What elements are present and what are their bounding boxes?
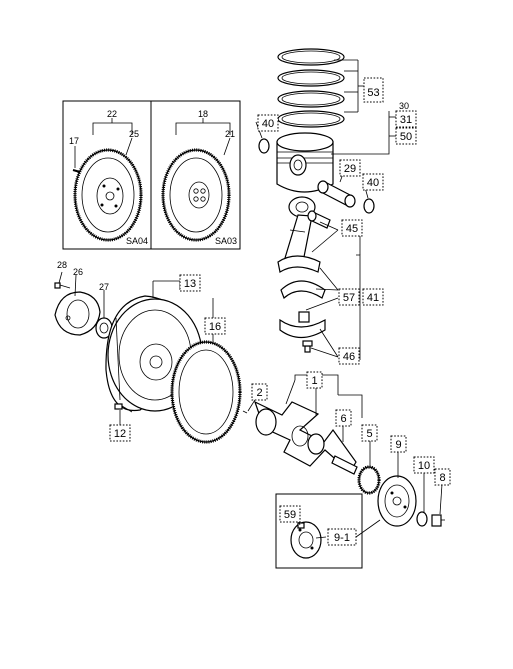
callout-50[interactable]: 50 [395,127,417,145]
pulley-bolt [431,514,445,527]
ring-gear [170,340,242,444]
inset-code-sa04: SA04 [126,236,148,246]
callout-21[interactable]: 21 [225,129,235,139]
svg-text:50: 50 [400,131,412,143]
callout-9[interactable]: 9 [390,435,407,453]
svg-text:53: 53 [367,87,379,99]
damper-inset-panel [275,493,363,569]
leader-lines [58,59,443,539]
svg-text:31: 31 [400,114,412,126]
bearing-shell-upper [280,280,326,300]
callout-40-lower[interactable]: 40 [362,173,384,191]
callout-53[interactable]: 53 [363,77,384,103]
callout-31[interactable]: 31 [395,110,417,128]
connecting-rod [277,196,321,273]
svg-text:12: 12 [114,428,126,440]
svg-text:45: 45 [346,223,358,235]
svg-text:46: 46 [343,351,355,363]
svg-text:9: 9 [395,439,401,451]
svg-text:9-1: 9-1 [334,532,350,544]
callout-25[interactable]: 25 [129,129,139,139]
callout-40-upper[interactable]: 40 [257,114,279,132]
svg-text:6: 6 [340,413,346,425]
callout-10[interactable]: 10 [413,456,435,474]
crank-pulley [377,475,417,527]
callout-57[interactable]: 57 [338,288,360,306]
callout-27[interactable]: 27 [99,282,109,292]
svg-text:2: 2 [256,387,262,399]
svg-text:57: 57 [343,292,355,304]
oil-seal-retainer [54,291,101,336]
crank-gear [357,465,381,495]
callout-41[interactable]: 41 [362,288,384,306]
small-end-bushing [307,210,331,229]
svg-text:59: 59 [284,509,296,521]
callout-29[interactable]: 29 [339,159,361,177]
callout-5[interactable]: 5 [361,424,378,442]
callout-1[interactable]: 1 [306,371,323,389]
svg-text:16: 16 [209,321,221,333]
callout-26[interactable]: 26 [73,267,83,277]
callout-labels: 53 30 31 50 40 29 40 45 57 41 46 13 16 2… [57,77,451,546]
callout-30[interactable]: 30 [399,101,409,111]
circlip-left [258,138,270,154]
inset-code-sa03: SA03 [215,236,237,246]
callout-8[interactable]: 8 [434,468,451,486]
flywheel-bolt [114,403,133,413]
svg-text:40: 40 [367,177,379,189]
bolt-28 [54,282,71,289]
rod-bolt [302,340,313,353]
flywheel-sa04 [72,148,143,242]
callout-12[interactable]: 12 [109,424,131,442]
callout-13[interactable]: 13 [179,274,201,292]
callout-45[interactable]: 45 [341,219,363,237]
callout-28[interactable]: 28 [57,260,67,270]
flywheel-sa03 [161,148,231,242]
washer [416,511,428,527]
svg-text:5: 5 [366,428,372,440]
callout-59[interactable]: 59 [279,505,301,523]
svg-text:29: 29 [344,163,356,175]
piston-pin [317,180,356,208]
piston [276,132,334,193]
callout-2[interactable]: 2 [251,383,268,401]
callout-46[interactable]: 46 [338,347,360,365]
callout-22[interactable]: 22 [107,109,117,119]
callout-9-1[interactable]: 9-1 [327,528,357,546]
rod-cap [279,311,326,339]
crankshaft [242,400,358,475]
circlip-right [363,198,375,214]
svg-text:10: 10 [418,460,430,472]
callout-6[interactable]: 6 [335,409,352,427]
svg-text:13: 13 [184,278,196,290]
callout-18[interactable]: 18 [198,109,208,119]
svg-text:41: 41 [367,292,379,304]
flywheel-inset-panel [62,100,241,250]
svg-text:1: 1 [311,375,317,387]
callout-16[interactable]: 16 [204,317,226,335]
svg-text:8: 8 [439,472,445,484]
svg-text:40: 40 [262,118,274,130]
callout-17[interactable]: 17 [69,136,79,146]
piston-rings [277,48,345,128]
